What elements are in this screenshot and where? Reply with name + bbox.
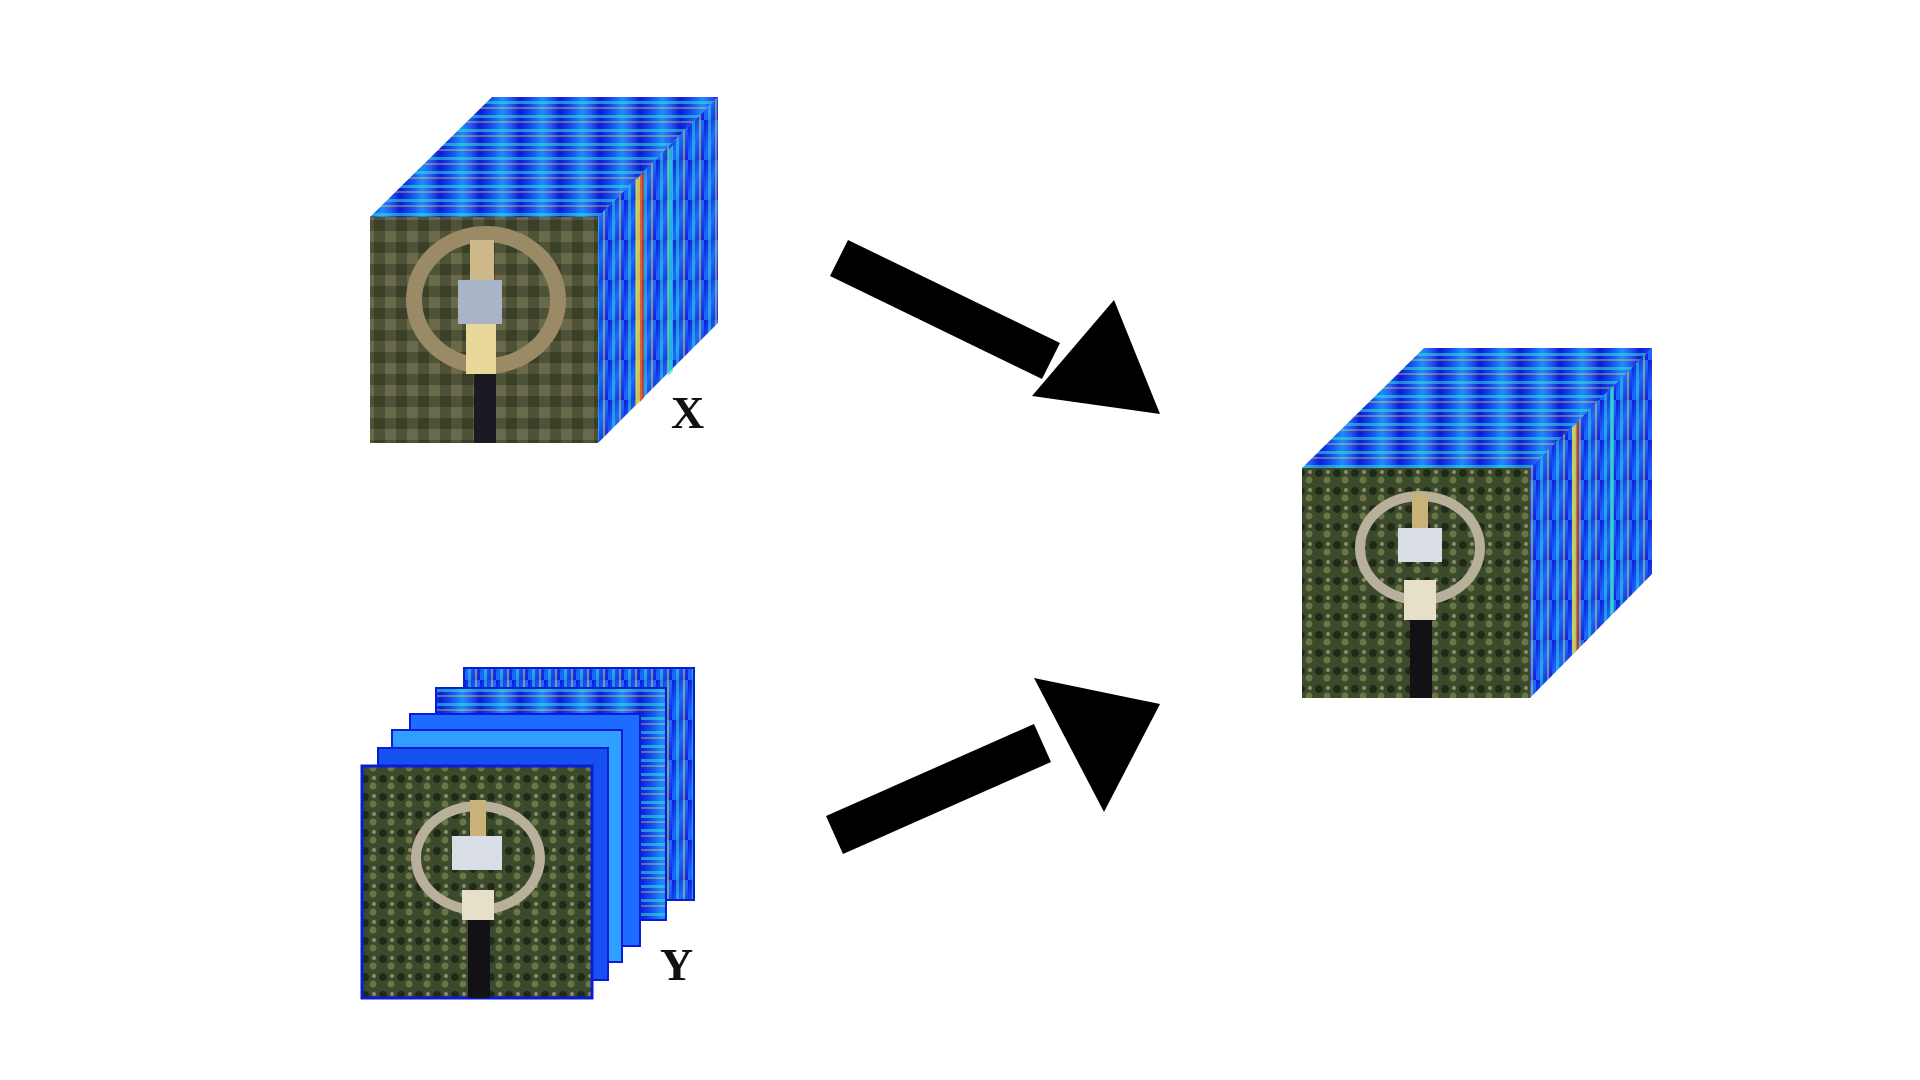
cube-x-side-band-hot bbox=[640, 172, 644, 402]
cube-output-top-face bbox=[1302, 348, 1652, 468]
label-y: Y bbox=[660, 939, 693, 990]
cube-x-side-face bbox=[598, 97, 718, 443]
cube-x-side-band bbox=[668, 145, 673, 376]
cube-output bbox=[1302, 348, 1652, 698]
cube-x-top-face bbox=[370, 97, 718, 217]
arrow-y-to-output bbox=[826, 678, 1160, 854]
cube-x: X bbox=[370, 97, 718, 443]
arrow-x-to-output bbox=[830, 240, 1160, 414]
cube-output-side-band bbox=[1610, 386, 1614, 616]
cube-x-front-content bbox=[406, 226, 566, 443]
cube-output-side-band bbox=[1572, 423, 1577, 655]
label-x: X bbox=[671, 387, 704, 438]
cube-output-side-band-hot bbox=[1576, 421, 1579, 651]
cube-output-side-face bbox=[1530, 348, 1652, 698]
stack-y-front-content bbox=[411, 800, 545, 998]
cube-output-front-content bbox=[1355, 491, 1485, 698]
stack-y: Y bbox=[360, 667, 695, 1000]
